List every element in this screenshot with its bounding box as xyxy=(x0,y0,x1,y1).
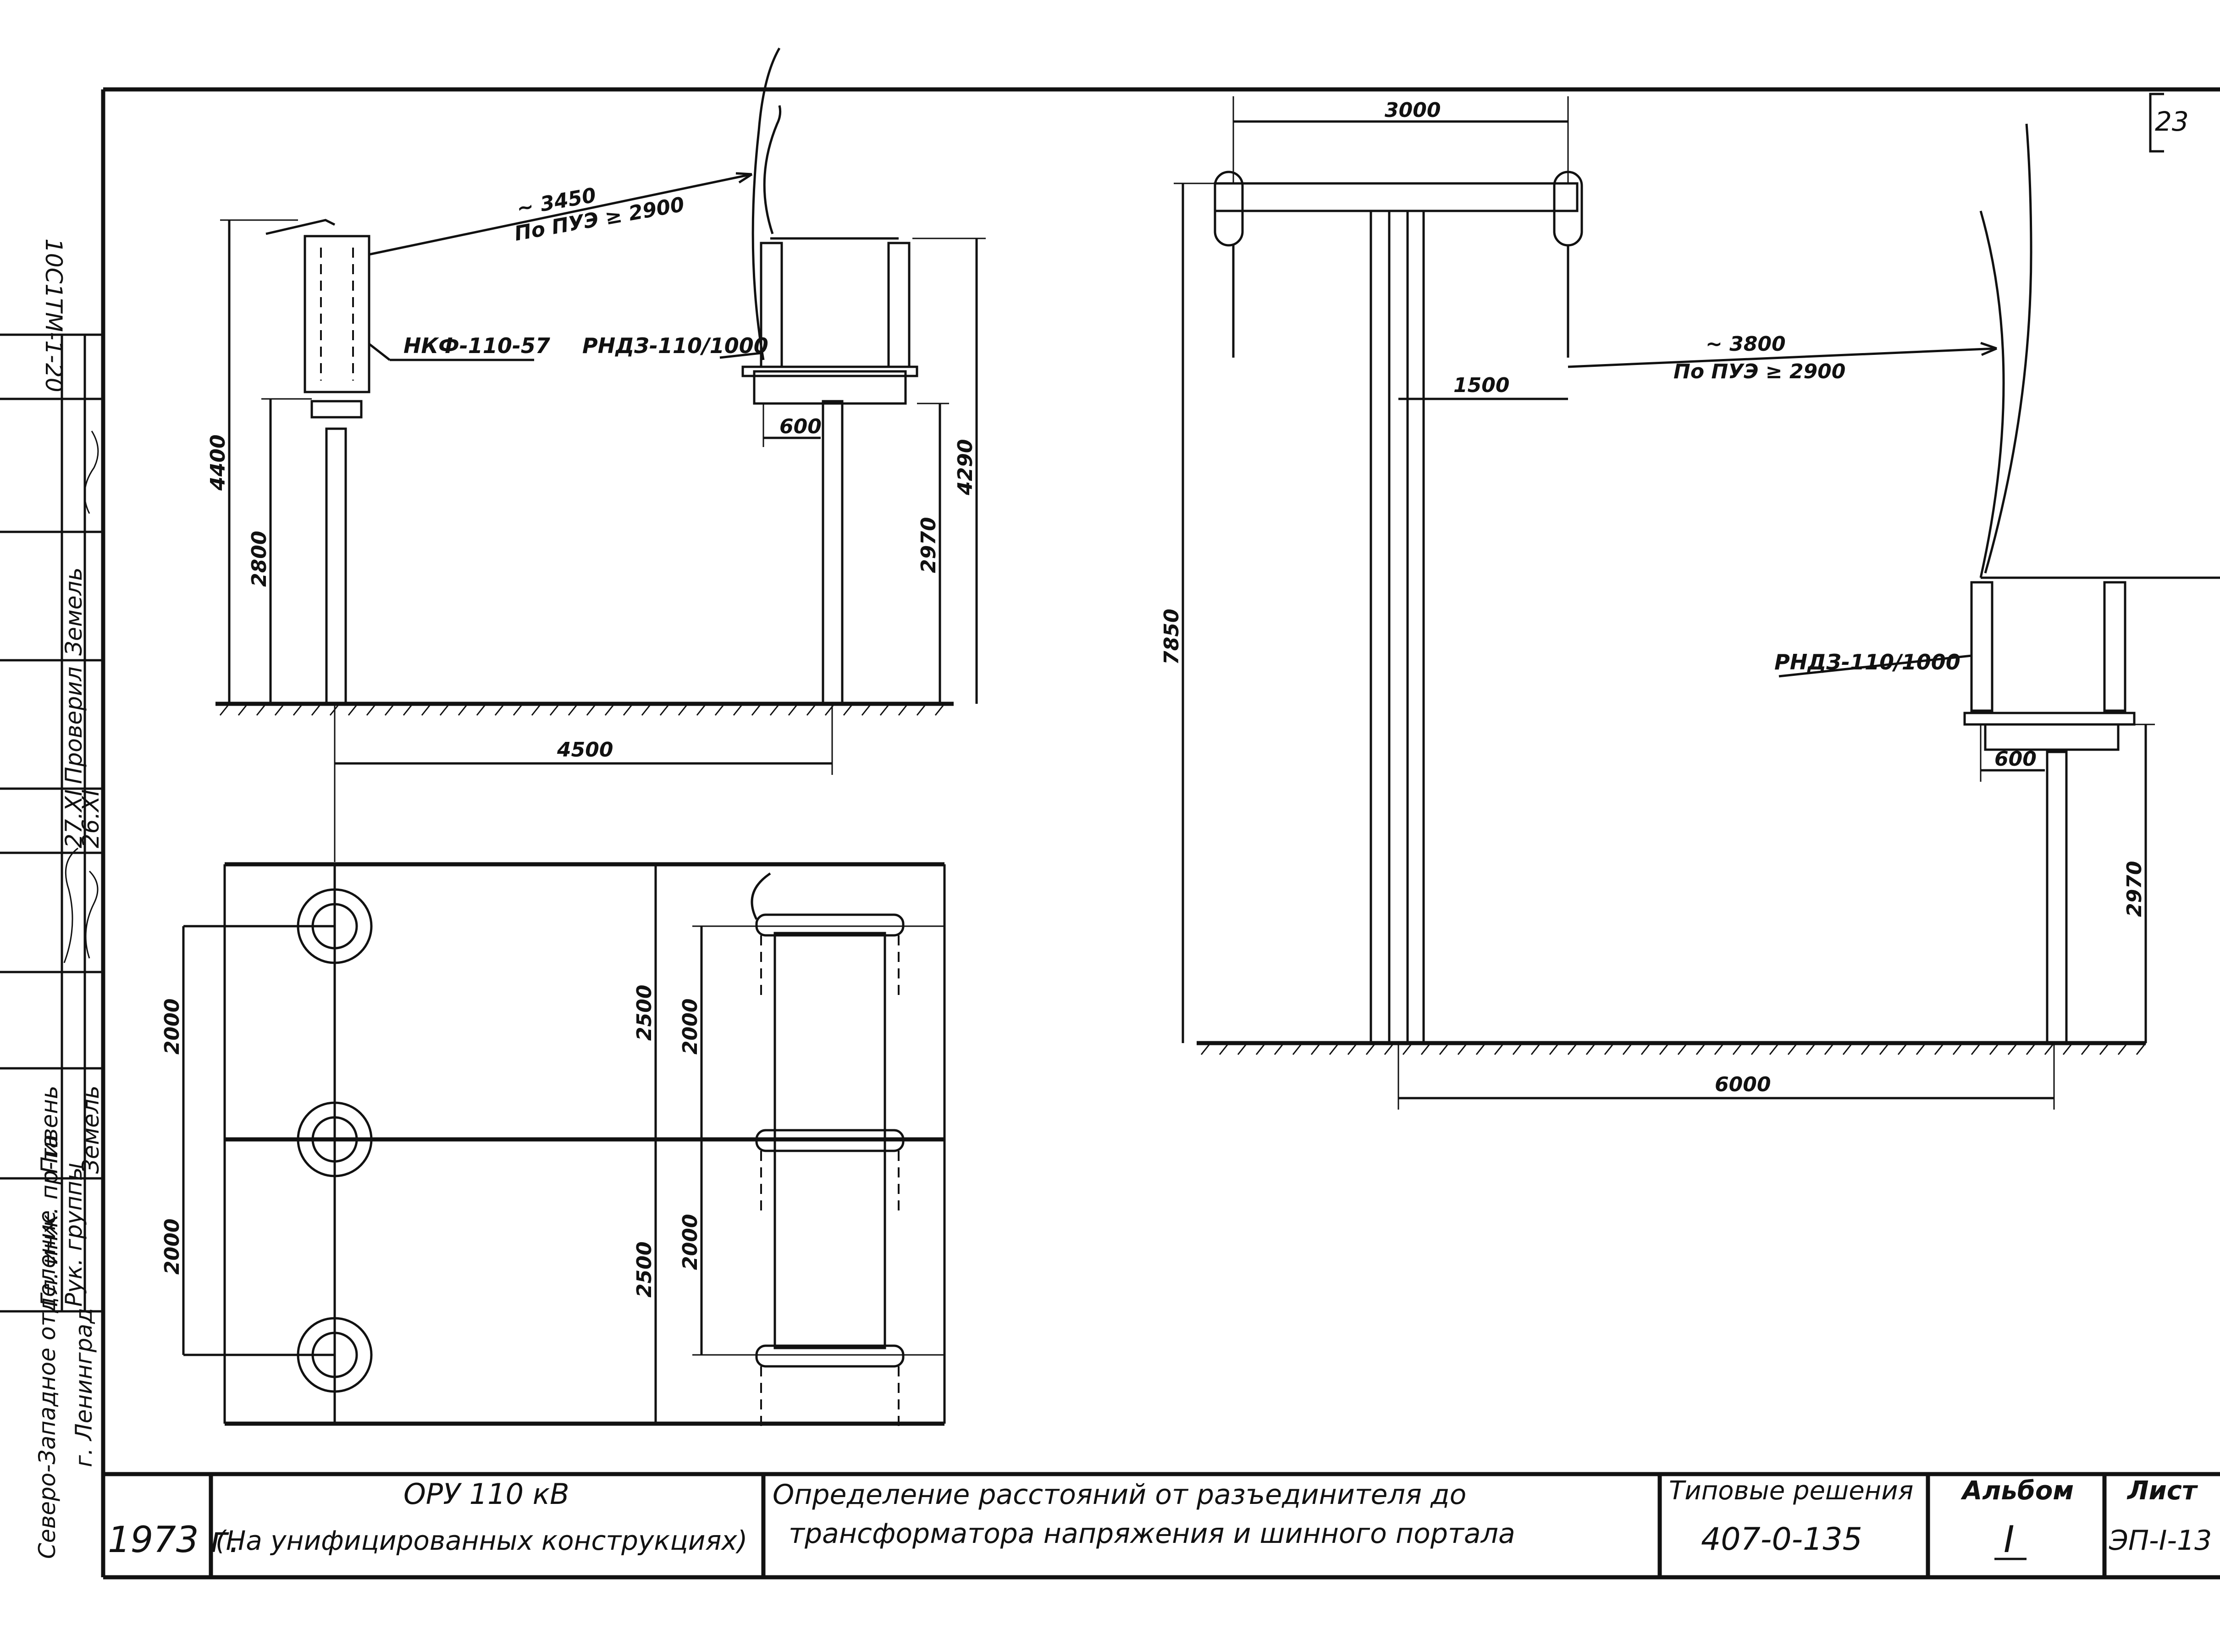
sheet-frame xyxy=(101,87,2220,1580)
signature-1 xyxy=(63,847,78,963)
org-top: Северо-Западное отделение xyxy=(34,1210,61,1559)
title-album-value: I xyxy=(2004,1518,2015,1561)
title-album-label: Альбом xyxy=(1960,1476,2074,1506)
plan-dim-right-lower: 2000 xyxy=(679,1214,702,1270)
org-bottom: г. Ленинград xyxy=(71,1308,97,1467)
stamp-role-2: Рук. группы xyxy=(61,1163,87,1307)
signature-3 xyxy=(84,431,99,514)
right-span-dim: 6000 xyxy=(1715,1073,1771,1096)
signature-2 xyxy=(85,870,99,959)
title-object-line2: (На унифицированных конструкциях) xyxy=(215,1525,747,1556)
title-description-line2: трансформатора напряжения и шинного порт… xyxy=(789,1518,1515,1550)
left-support-height-dim: 2800 xyxy=(248,531,271,587)
right-support-height-dim: 2970 xyxy=(917,517,940,573)
stamp-role-1: Гл. инж. пр-та xyxy=(36,1134,63,1307)
right-disconnector-label: РНДЗ-110/1000 xyxy=(1774,650,1960,674)
plan-dim-mid-lower: 2500 xyxy=(633,1242,656,1298)
right-clearance-dim: ~ 3800 xyxy=(1706,332,1786,356)
plan-dim-left-upper: 2000 xyxy=(160,999,184,1055)
left-span-dim: 4500 xyxy=(557,738,613,762)
title-series-label: Типовые решения xyxy=(1669,1476,1913,1506)
stamp-name-2: Земель xyxy=(77,1085,104,1174)
title-block-grid xyxy=(209,1474,2107,1577)
right-clearance-rule: По ПУЭ ≥ 2900 xyxy=(1673,360,1845,383)
left-total-height-dim: 4400 xyxy=(206,435,230,491)
plan-view xyxy=(182,862,946,1431)
right-offset-dim: 1500 xyxy=(1453,374,1509,397)
title-sheet-value: ЭП-I-13 xyxy=(2109,1525,2212,1557)
title-year: 1973 г. xyxy=(108,1519,240,1561)
right-top-width-dim: 3000 xyxy=(1385,99,1441,122)
right-total-height-dim: 4290 xyxy=(954,439,977,496)
stamp-date-2: 26.XI xyxy=(77,789,104,848)
right-support-dim: 2970 xyxy=(2123,861,2146,917)
stamp-name-1: Пивень xyxy=(36,1086,63,1174)
title-object-line1: ОРУ 110 кВ xyxy=(403,1477,569,1511)
right-base-width-dim: 600 xyxy=(1994,747,2037,771)
drawing-code: 10С1ТМ-1-20 xyxy=(40,238,67,392)
plan-dim-mid-upper: 2500 xyxy=(633,985,656,1041)
stamp-name-3: Земель xyxy=(61,567,87,656)
title-description-line1: Определение расстояний от разъединителя … xyxy=(773,1479,1466,1511)
title-sheet-label: Лист xyxy=(2126,1476,2198,1506)
right-elevation xyxy=(1174,96,2220,1110)
stamp-date-1: 27.XI xyxy=(61,789,87,848)
left-base-width-dim: 600 xyxy=(779,415,822,438)
sheet-corner-mark: 23 xyxy=(2155,106,2189,137)
left-disconnector-label: РНДЗ-110/1000 xyxy=(582,333,768,358)
plan-dim-right-upper: 2000 xyxy=(679,999,702,1055)
right-total-height-dim: 7850 xyxy=(1160,609,1183,665)
left-elevation xyxy=(215,47,986,862)
stamp-role-3: Проверил xyxy=(61,667,87,784)
vt-label: НКФ-110-57 xyxy=(403,333,550,358)
title-series-code: 407-0-135 xyxy=(1701,1521,1862,1558)
plan-dim-left-lower: 2000 xyxy=(160,1219,184,1275)
